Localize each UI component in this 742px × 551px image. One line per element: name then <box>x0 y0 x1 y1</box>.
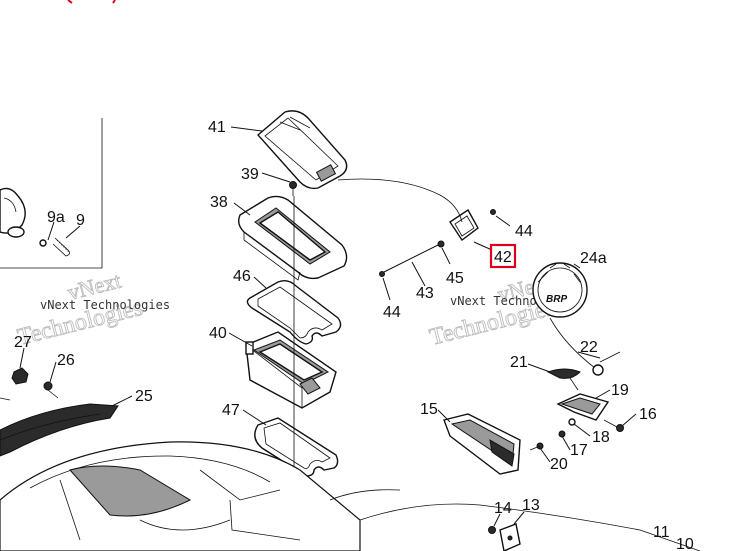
callout-39: 39 <box>241 166 259 183</box>
callout-9a: 9a <box>47 209 65 226</box>
callout-44-lower: 44 <box>383 304 401 321</box>
part-19-bracket <box>556 393 610 421</box>
part-44-dots <box>379 209 496 277</box>
callout-14: 14 <box>494 500 512 517</box>
callout-20: 20 <box>550 456 568 473</box>
callout-9: 9 <box>76 212 85 229</box>
part-38-frame <box>237 195 348 281</box>
part-27-nut <box>11 367 29 385</box>
callout-21: 21 <box>510 354 528 371</box>
badge-text: BRP <box>546 294 567 305</box>
hull-base <box>0 441 701 551</box>
callout-27: 27 <box>14 334 32 351</box>
callout-40: 40 <box>209 325 227 342</box>
part-25-trim <box>0 397 119 457</box>
callout-45: 45 <box>446 270 464 287</box>
callout-46: 46 <box>233 268 251 285</box>
part-26-bolt <box>43 381 59 399</box>
u-bolt-9 <box>52 237 70 257</box>
leader-lines <box>19 126 637 527</box>
callout-47: 47 <box>222 402 240 419</box>
callout-24a: 24a <box>580 250 607 267</box>
callout-11: 11 <box>653 524 670 541</box>
callout-19: 19 <box>611 382 629 399</box>
callout-43: 43 <box>416 285 434 302</box>
callout-44-upper: 44 <box>515 223 533 240</box>
part-16-screw <box>603 419 624 432</box>
hardware-17-18-20 <box>529 418 576 451</box>
callout-16: 16 <box>639 406 657 423</box>
part-42-small-cover <box>449 208 479 242</box>
callout-10: 10 <box>676 536 694 551</box>
part-40-box <box>245 331 337 409</box>
part-21-clip <box>546 368 581 391</box>
callout-22: 22 <box>580 339 598 356</box>
part-43-rod <box>383 240 445 273</box>
part-41-lid <box>257 110 348 190</box>
tether-cable <box>337 178 463 223</box>
callout-13: 13 <box>522 497 540 514</box>
watermark-left: vNext Technologies vNext Technologies <box>15 267 170 351</box>
part-39-screw <box>289 181 297 196</box>
part-15-bracket <box>443 413 521 475</box>
cropped-red-mark <box>67 0 116 4</box>
callout-25: 25 <box>135 388 153 405</box>
callout-38: 38 <box>210 194 228 211</box>
part-47-gasket <box>254 417 339 477</box>
callout-labels: 41 39 38 46 40 47 44 42 45 43 44 24a 9a … <box>14 119 694 551</box>
part-22-pin <box>592 351 621 376</box>
callout-15: 15 <box>420 401 438 418</box>
callout-26: 26 <box>57 352 75 369</box>
part-24a-badge: BRP <box>532 262 596 369</box>
callout-41: 41 <box>208 119 226 136</box>
inset-panel <box>0 118 103 269</box>
callout-18: 18 <box>592 429 610 446</box>
callout-42[interactable]: 42 <box>494 249 512 266</box>
selected-callout-highlight <box>489 243 517 269</box>
watermark-caption: vNext Technologies <box>40 298 170 312</box>
callout-17: 17 <box>570 442 588 459</box>
part-13-14 <box>488 523 521 551</box>
